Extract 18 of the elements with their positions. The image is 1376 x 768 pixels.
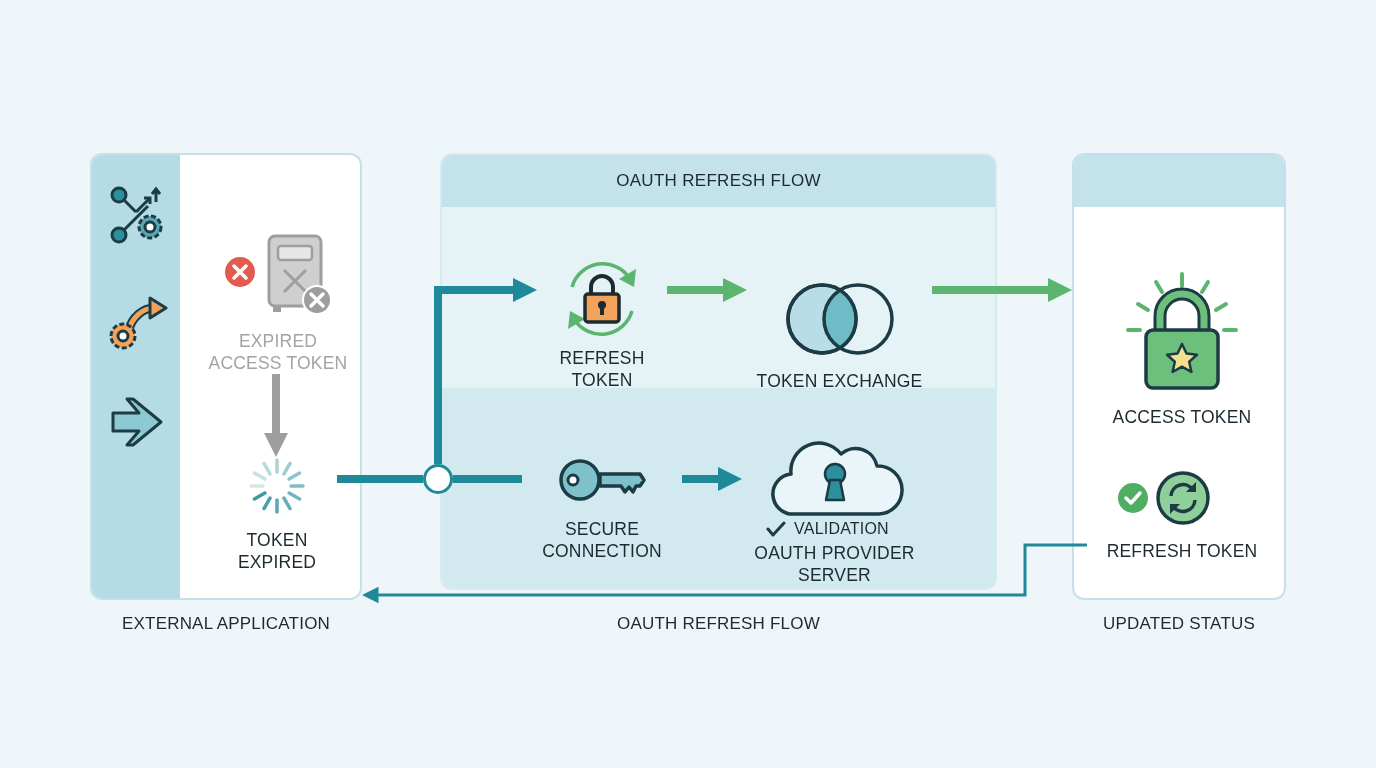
node-label: OAUTH PROVIDER SERVER — [753, 542, 916, 586]
arrow — [362, 543, 1087, 604]
node-label: TOKEN EXPIRED — [236, 529, 318, 573]
arrow — [434, 278, 537, 464]
node-label: TOKEN EXCHANGE — [756, 370, 923, 392]
node-label: REFRESH TOKEN — [558, 347, 646, 391]
panel-caption: OAUTH REFRESH FLOW — [616, 614, 821, 634]
arrow — [932, 278, 1072, 302]
status-label: VALIDATION — [794, 519, 889, 539]
node-label: EXPIRED ACCESS TOKEN — [207, 330, 349, 374]
node-label: ACCESS TOKEN — [1112, 406, 1252, 428]
panel-caption: EXTERNAL APPLICATION — [120, 614, 332, 634]
connector-line — [337, 475, 423, 483]
junction-circle — [423, 464, 453, 494]
panel-header: OAUTH REFRESH FLOW — [442, 155, 995, 207]
node-label: REFRESH TOKEN — [1106, 540, 1258, 562]
panel-caption: UPDATED STATUS — [1101, 614, 1256, 634]
node-label: SECURE CONNECTION — [541, 518, 663, 562]
